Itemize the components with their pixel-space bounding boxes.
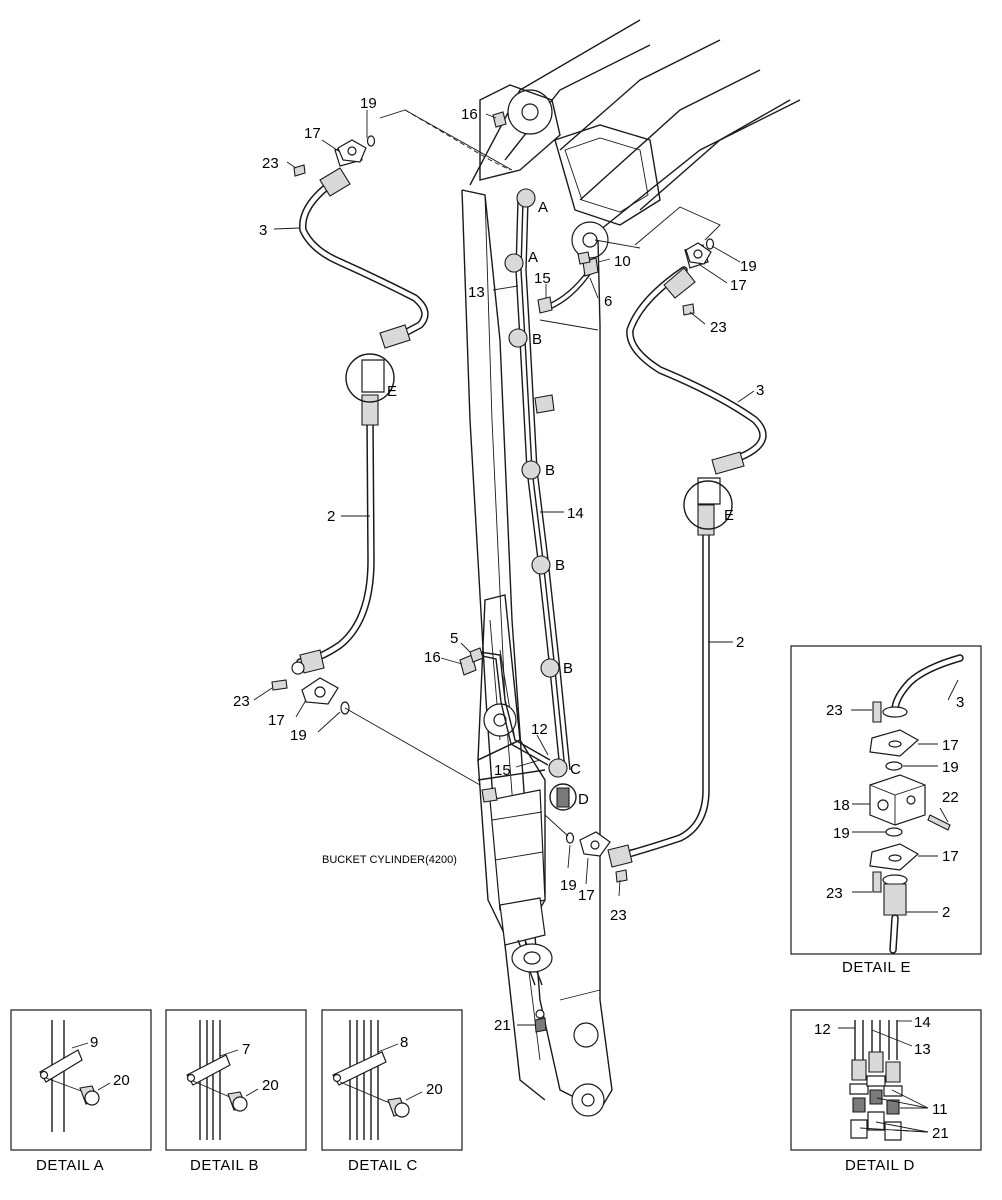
callout-12: 12 bbox=[531, 721, 548, 738]
callout-10: 10 bbox=[614, 253, 631, 270]
mark-a-2: A bbox=[528, 249, 538, 266]
detail-b-box: 7 20 DETAIL B bbox=[165, 1009, 307, 1174]
callout-19-left: 19 bbox=[360, 95, 377, 112]
detail-a-20: 20 bbox=[113, 1072, 130, 1089]
detail-c-8: 8 bbox=[400, 1034, 408, 1051]
callout-3-left: 3 bbox=[259, 222, 267, 239]
detail-e-23-bottom: 23 bbox=[826, 885, 843, 902]
detail-e-19-bottom: 19 bbox=[833, 825, 850, 842]
callout-2-left: 2 bbox=[327, 508, 335, 525]
detail-e-2: 2 bbox=[942, 904, 950, 921]
callout-23-bottom-left: 23 bbox=[233, 693, 250, 710]
detail-e-18: 18 bbox=[833, 797, 850, 814]
mark-e-right: E bbox=[724, 507, 734, 524]
leader-lines bbox=[253, 110, 755, 1026]
detail-c-box: 8 20 DETAIL C bbox=[321, 1009, 463, 1174]
detail-d-13: 13 bbox=[914, 1041, 931, 1058]
arm-structure bbox=[461, 19, 801, 1117]
detail-e-19-top: 19 bbox=[942, 759, 959, 776]
callout-21-main: 21 bbox=[494, 1017, 511, 1034]
mark-e-left: E bbox=[387, 383, 397, 400]
callout-17-left: 17 bbox=[304, 125, 321, 142]
left-top-flange bbox=[293, 109, 513, 177]
detail-d-box: 12 14 13 11 21 DETAIL D bbox=[790, 1009, 982, 1174]
callout-19-right: 19 bbox=[740, 258, 757, 275]
right-bottom-flange bbox=[544, 814, 628, 883]
left-hose-2 bbox=[291, 359, 385, 675]
callout-16-top: 16 bbox=[461, 106, 478, 123]
callout-17-bottom-left: 17 bbox=[268, 712, 285, 729]
detail-d-21: 21 bbox=[932, 1125, 949, 1142]
left-bottom-flange bbox=[271, 677, 481, 786]
callout-19-bottom-left: 19 bbox=[290, 727, 307, 744]
callout-23-right: 23 bbox=[710, 319, 727, 336]
detail-e-22: 22 bbox=[942, 789, 959, 806]
mark-b-3: B bbox=[555, 557, 565, 574]
detail-a-box: 9 20 DETAIL A bbox=[10, 1009, 152, 1174]
bucket-cylinder bbox=[477, 594, 553, 1033]
main-callouts: 19 17 23 3 16 A A 13 15 10 6 B B B B C D… bbox=[233, 95, 764, 1034]
callout-23-bottom-right: 23 bbox=[610, 907, 627, 924]
mark-b-4: B bbox=[563, 660, 573, 677]
callout-6: 6 bbox=[604, 293, 612, 310]
callout-15-top: 15 bbox=[534, 270, 551, 287]
detail-e-marker-right bbox=[683, 480, 733, 530]
clamp-markers bbox=[504, 188, 577, 811]
detail-c-caption: DETAIL C bbox=[348, 1157, 418, 1174]
mark-a-1: A bbox=[538, 199, 548, 216]
callout-17-bottom-right: 17 bbox=[578, 887, 595, 904]
callout-17-right: 17 bbox=[730, 277, 747, 294]
callout-23-left: 23 bbox=[262, 155, 279, 172]
right-hose-3 bbox=[626, 244, 767, 475]
right-top-flange bbox=[594, 206, 721, 316]
mark-c: C bbox=[570, 761, 581, 778]
callout-5: 5 bbox=[450, 630, 458, 647]
detail-d-caption: DETAIL D bbox=[845, 1157, 915, 1174]
detail-a-caption: DETAIL A bbox=[36, 1157, 104, 1174]
callout-13: 13 bbox=[468, 284, 485, 301]
cylinder-label: BUCKET CYLINDER(4200) bbox=[322, 854, 457, 866]
detail-d-11: 11 bbox=[932, 1101, 948, 1118]
detail-e-caption: DETAIL E bbox=[842, 959, 911, 976]
mark-d: D bbox=[578, 791, 589, 808]
detail-d-14: 14 bbox=[914, 1014, 931, 1031]
detail-e-17-bottom: 17 bbox=[942, 848, 959, 865]
detail-e-box: 23 3 17 19 18 22 19 17 23 2 DETAIL E bbox=[790, 645, 982, 976]
callout-3-right: 3 bbox=[756, 382, 764, 399]
callout-15-bottom: 15 bbox=[494, 762, 511, 779]
detail-e-17-top: 17 bbox=[942, 737, 959, 754]
detail-b-caption: DETAIL B bbox=[190, 1157, 259, 1174]
mark-b-2: B bbox=[545, 462, 555, 479]
detail-b-7: 7 bbox=[242, 1041, 250, 1058]
detail-c-20: 20 bbox=[426, 1081, 443, 1098]
right-hose-2 bbox=[607, 477, 721, 868]
callout-14: 14 bbox=[567, 505, 584, 522]
callout-2-right: 2 bbox=[736, 634, 744, 651]
detail-b-20: 20 bbox=[262, 1077, 279, 1094]
mark-b-1: B bbox=[532, 331, 542, 348]
left-hose-3 bbox=[299, 144, 429, 349]
detail-e-3: 3 bbox=[956, 694, 964, 711]
detail-a-9: 9 bbox=[90, 1034, 98, 1051]
detail-d-12: 12 bbox=[814, 1021, 831, 1038]
callout-19-bottom-right: 19 bbox=[560, 877, 577, 894]
detail-e-23-top: 23 bbox=[826, 702, 843, 719]
callout-16-bottom: 16 bbox=[424, 649, 441, 666]
detail-e-marker-left bbox=[345, 353, 395, 403]
